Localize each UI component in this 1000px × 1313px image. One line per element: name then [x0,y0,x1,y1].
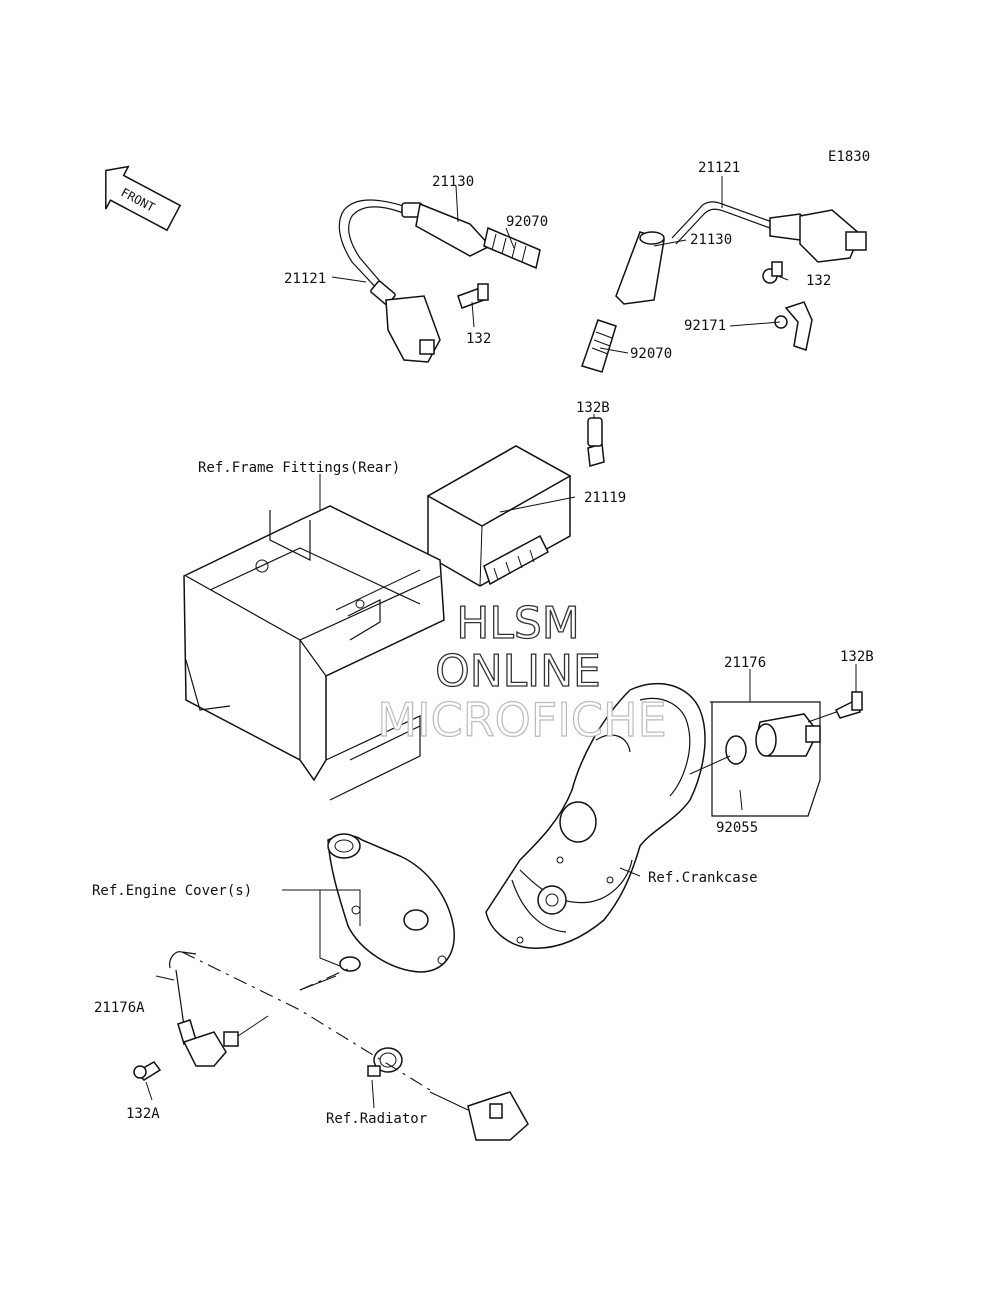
leader-lines [145,176,857,1109]
label-132-right: 132 [806,273,831,289]
label-92070-left: 92070 [506,214,548,230]
label-21176A: 21176A [94,1000,145,1016]
watermark: HLSM ONLINE MICROFICHE [377,597,668,747]
reference-labels: Ref.Frame Fittings(Rear) Ref.Crankcase R… [92,460,758,1127]
front-arrow-icon: FRONT [105,165,182,232]
label-21130-right: 21130 [690,232,732,248]
label-132-left: 132 [466,331,491,347]
frame-fittings-rear [183,505,445,801]
diagram-code: E1830 [828,149,870,165]
label-92070-right: 92070 [630,346,672,362]
ref-frame-fittings: Ref.Frame Fittings(Rear) [198,460,400,476]
label-92055: 92055 [716,820,758,836]
watermark-line3: MICROFICHE [377,693,666,747]
part-number-labels: 21130 92070 21121 132 21121 21130 132 92… [94,160,874,1122]
temp-sensor-21176A [133,951,269,1081]
right-ignition-coil-group [581,201,867,373]
connector-plug [429,1091,529,1141]
ref-radiator: Ref.Radiator [326,1111,427,1127]
label-21121-right: 21121 [698,160,740,176]
watermark-line1: HLSM [456,598,580,649]
label-21119: 21119 [584,490,626,506]
engine-cover-assembly [327,833,455,973]
hose-clamp [367,1047,403,1077]
watermark-line2: ONLINE [435,646,601,697]
crankcase [485,682,706,949]
sensor-21176-group [689,691,863,817]
ref-crankcase: Ref.Crankcase [648,870,758,886]
label-132B-right: 132B [840,649,874,665]
label-92171: 92171 [684,318,726,334]
label-132A: 132A [126,1106,160,1122]
label-21121-left: 21121 [284,271,326,287]
label-132B-top: 132B [576,400,610,416]
label-21176: 21176 [724,655,766,671]
ref-engine-cover: Ref.Engine Cover(s) [92,883,252,899]
label-21130-left: 21130 [432,174,474,190]
igniter-21119 [426,417,605,587]
left-plug-cap-group [338,199,541,363]
